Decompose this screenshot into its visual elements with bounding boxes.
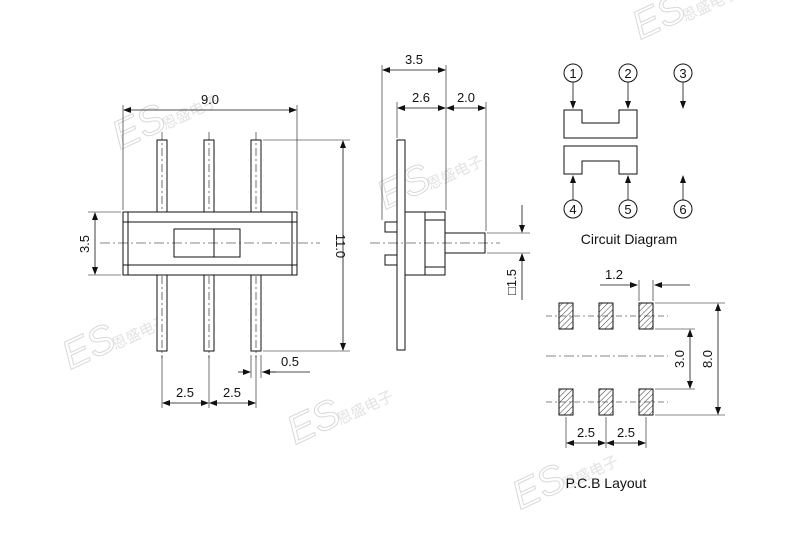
side-total-width-label: 3.5 [405,52,423,67]
side-view [370,65,530,351]
side-actuator-square-label: □1.5 [504,269,519,295]
pcb-layout-labels: 1.2 3.0 8.0 2.5 2.5 P.C.B Layout [566,267,715,491]
watermark-chinese: 恩盛电子 [334,387,396,429]
circuit-diagram [563,63,693,219]
front-pitch-left-label: 2.5 [176,385,194,400]
pin-width-label: 0.5 [281,354,299,369]
side-mounting-plate [396,139,406,351]
circuit-pin-numbers: 1 2 3 4 5 6 Circuit Diagram [569,66,686,247]
side-view-labels: 3.5 2.6 2.0 □1.5 [405,52,519,295]
watermark-chinese: 恩盛电子 [679,0,741,26]
front-view [88,105,350,408]
pin-length-label: 11.0 [333,234,348,258]
pin-number-4: 4 [569,202,576,217]
front-view-labels: 9.0 3.5 11.0 2.5 2.5 0.5 [77,92,348,400]
pcb-pitch-right-label: 2.5 [617,425,635,440]
pcb-row-gap-label: 3.0 [672,350,687,368]
pcb-pitch-left-label: 2.5 [577,425,595,440]
front-pitch-right-label: 2.5 [223,385,241,400]
side-body-depth-label: 2.6 [412,90,430,105]
pin-number-2: 2 [624,66,631,81]
pin-number-1: 1 [569,66,576,81]
pin-number-5: 5 [624,202,631,217]
front-width-label: 9.0 [201,92,219,107]
pcb-layout-caption: P.C.B Layout [566,475,647,491]
contact-bar-bottom [563,145,638,175]
pin-number-6: 6 [679,202,686,217]
pcb-layout [546,280,725,448]
watermark-logo: ES [55,316,122,379]
watermark-logo: ES [280,391,347,454]
watermark-chinese: 恩盛电子 [424,152,486,194]
front-height-label: 3.5 [77,235,92,253]
pcb-overall-height-label: 8.0 [700,350,715,368]
side-actuator-length-label: 2.0 [457,90,475,105]
circuit-diagram-caption: Circuit Diagram [581,231,677,247]
pin-number-3: 3 [679,66,686,81]
contact-bar-top [563,109,638,139]
pcb-pad-width-label: 1.2 [605,267,623,282]
watermark-logo: ES [505,456,572,519]
